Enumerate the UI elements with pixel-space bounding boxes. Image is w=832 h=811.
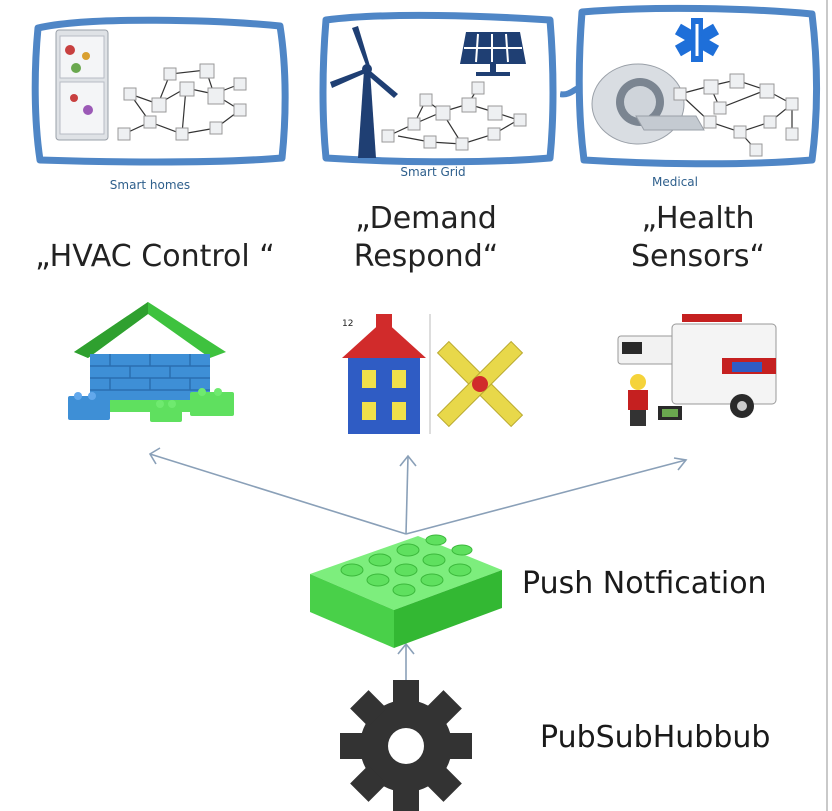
medical-frame xyxy=(560,4,820,168)
demand-respond-title: „Demand Respond“ xyxy=(326,200,526,276)
arrow-to-health xyxy=(405,459,687,535)
demand-respond-line-1: „Demand xyxy=(355,201,497,236)
health-sensors-line-2: Sensors“ xyxy=(630,239,765,274)
lego-figure-icon xyxy=(628,374,648,426)
demand-respond-line-2: Respond“ xyxy=(353,239,499,274)
smart-grid-panel xyxy=(318,8,558,168)
medical-caption: Medical xyxy=(652,175,698,189)
smart-homes-caption: Smart homes xyxy=(109,178,191,192)
solar-panel-icon xyxy=(460,32,526,76)
arrow-head-hvac xyxy=(148,447,161,465)
hvac-control-title: „HVAC Control “ xyxy=(35,239,275,274)
arrow-to-demand xyxy=(405,455,409,535)
pubsubhubbub-label: PubSubHubbub xyxy=(540,720,771,755)
smart-grid-frame xyxy=(319,11,557,166)
arrow-head-health xyxy=(673,457,688,471)
lego-house-image xyxy=(68,302,234,422)
fridge-icon xyxy=(55,29,109,141)
windmill-icon xyxy=(436,340,524,428)
star-of-life-icon xyxy=(674,18,720,62)
lego-ambulance-image xyxy=(617,314,777,426)
health-sensors-line-1: „Health xyxy=(641,201,755,236)
lego-set-number: 12 xyxy=(342,319,353,329)
wind-turbine-icon xyxy=(330,26,398,158)
lego-tower-and-windmill-image: 12 xyxy=(342,314,524,434)
mri-scanner-icon xyxy=(591,63,705,145)
pubsubhubbub-gear-icon xyxy=(340,680,472,811)
smart-homes-frame xyxy=(31,16,289,166)
smart-homes-panel xyxy=(30,10,290,168)
arrow-head-demand xyxy=(399,454,417,467)
health-sensors-title: „Health Sensors“ xyxy=(598,200,798,276)
smart-grid-caption: Smart Grid xyxy=(400,165,466,179)
medical-panel xyxy=(560,4,822,170)
slide-edge-line xyxy=(826,0,828,811)
push-notification-label: Push Notfication xyxy=(522,566,767,601)
arrow-to-hvac xyxy=(149,453,407,535)
push-notification-brick-icon xyxy=(310,534,502,648)
arrow-head-brick xyxy=(397,642,415,655)
